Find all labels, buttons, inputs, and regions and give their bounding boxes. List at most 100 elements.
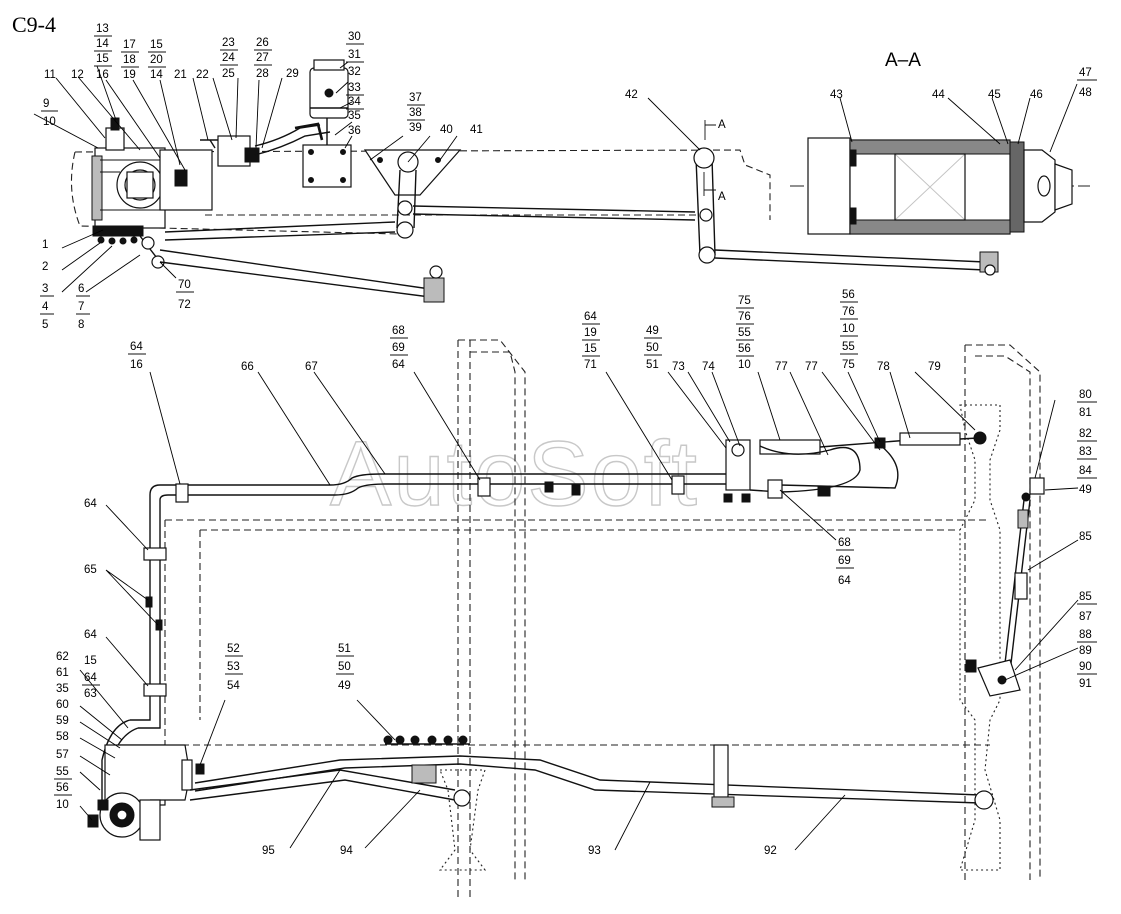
callout-25: 25 bbox=[222, 68, 235, 80]
section-washer bbox=[1009, 141, 1025, 233]
callout-46: 46 bbox=[1030, 89, 1043, 101]
callout-10-l: 10 bbox=[56, 799, 69, 811]
cylinder-ball-end bbox=[973, 431, 987, 445]
callout-33: 33 bbox=[348, 82, 361, 94]
callout-68-a: 68 bbox=[392, 325, 405, 337]
callout-49-d: 49 bbox=[646, 325, 659, 337]
callout-35: 35 bbox=[348, 110, 361, 122]
callout-10-e: 10 bbox=[738, 359, 751, 371]
callout-15-l: 15 bbox=[84, 655, 97, 667]
callout-34: 34 bbox=[348, 96, 361, 108]
front-axle-dashed bbox=[457, 340, 471, 900]
callout-10-f: 10 bbox=[842, 323, 855, 335]
callout-64-l: 64 bbox=[84, 672, 97, 684]
callout-42: 42 bbox=[625, 89, 638, 101]
callout-84: 84 bbox=[1079, 465, 1092, 477]
callout-50-d: 50 bbox=[646, 342, 659, 354]
callout-58: 58 bbox=[56, 731, 69, 743]
power-cylinder bbox=[159, 149, 213, 211]
callout-36: 36 bbox=[348, 125, 361, 137]
callout-15b: 15 bbox=[150, 39, 163, 51]
intermediate-rod bbox=[164, 221, 396, 241]
callout-30: 30 bbox=[348, 31, 361, 43]
callout-41: 41 bbox=[470, 124, 483, 136]
callout-56-f: 56 bbox=[842, 289, 855, 301]
callout-22: 22 bbox=[196, 69, 209, 81]
callout-91: 91 bbox=[1079, 678, 1092, 690]
pipe-clamp-5 bbox=[671, 475, 685, 495]
callout-77-b: 77 bbox=[805, 361, 818, 373]
callout-19-c: 19 bbox=[584, 327, 597, 339]
callout-50-m: 50 bbox=[338, 661, 351, 673]
callout-80: 80 bbox=[1079, 389, 1092, 401]
callout-81: 81 bbox=[1079, 407, 1092, 419]
callout-82: 82 bbox=[1079, 428, 1092, 440]
hose-loop-2 bbox=[779, 444, 899, 489]
callout-14: 14 bbox=[96, 38, 109, 50]
pipe-clamp-4 bbox=[477, 477, 491, 497]
callout-62: 62 bbox=[56, 651, 69, 663]
callout-63-l: 63 bbox=[84, 688, 97, 700]
callout-56-l: 56 bbox=[56, 782, 69, 794]
callout-32: 32 bbox=[348, 66, 361, 78]
callout-54: 54 bbox=[227, 680, 240, 692]
callout-90: 90 bbox=[1079, 661, 1092, 673]
callout-11: 11 bbox=[44, 69, 56, 81]
leader-lines bbox=[33, 61, 1079, 851]
callout-85-b: 85 bbox=[1079, 591, 1092, 603]
power-cylinder-body bbox=[759, 439, 821, 455]
callout-92: 92 bbox=[764, 845, 777, 857]
power-cylinder-rod bbox=[819, 439, 911, 448]
section-title: A–A bbox=[885, 50, 921, 71]
callout-85-a: 85 bbox=[1079, 531, 1092, 543]
pipe-clamp-3 bbox=[143, 683, 167, 697]
callout-49-g: 49 bbox=[1079, 484, 1092, 496]
control-valve bbox=[105, 127, 125, 151]
callout-35-l: 35 bbox=[56, 683, 69, 695]
callout-67: 67 bbox=[305, 361, 318, 373]
callout-69-a: 69 bbox=[392, 342, 405, 354]
callout-14b: 14 bbox=[150, 69, 163, 81]
callout-94: 94 bbox=[340, 845, 353, 857]
callout-61: 61 bbox=[56, 667, 69, 679]
callout-60: 60 bbox=[56, 699, 69, 711]
callout-44: 44 bbox=[932, 89, 945, 101]
callout-28: 28 bbox=[256, 68, 269, 80]
callout-79: 79 bbox=[928, 361, 941, 373]
hydraulic-line-outer bbox=[130, 473, 730, 721]
center-arm bbox=[396, 169, 417, 229]
callout-2: 2 bbox=[42, 261, 48, 273]
callout-15-c: 15 bbox=[584, 343, 597, 355]
callout-72: 72 bbox=[178, 299, 191, 311]
front-hub bbox=[438, 769, 487, 871]
callout-75-e: 75 bbox=[738, 295, 751, 307]
section-marker-top: A bbox=[718, 119, 726, 131]
callout-13: 13 bbox=[96, 23, 109, 35]
top-assembly: A A bbox=[70, 59, 999, 303]
callout-48: 48 bbox=[1079, 87, 1092, 99]
callout-15: 15 bbox=[96, 53, 109, 65]
callout-57: 57 bbox=[56, 749, 69, 761]
callout-76-f: 76 bbox=[842, 306, 855, 318]
pipe-clamp-6 bbox=[767, 479, 783, 499]
callout-65: 65 bbox=[84, 564, 97, 576]
callout-53: 53 bbox=[227, 661, 240, 673]
callout-4: 4 bbox=[42, 301, 49, 313]
callout-64-l2: 64 bbox=[84, 629, 97, 641]
housing-flange bbox=[91, 155, 103, 221]
callout-37: 37 bbox=[409, 92, 422, 104]
callout-27: 27 bbox=[256, 52, 269, 64]
callout-70: 70 bbox=[178, 279, 191, 291]
callout-51-d: 51 bbox=[646, 359, 659, 371]
frame-rail-lower bbox=[164, 520, 990, 746]
callout-56-e: 56 bbox=[738, 343, 751, 355]
labels: C9-4 1 2 3 4 5 6 7 8 9 10 11 12 13 14 15… bbox=[12, 12, 1097, 857]
callout-1: 1 bbox=[42, 239, 48, 251]
callout-47: 47 bbox=[1079, 67, 1092, 79]
lower-tie-rod bbox=[194, 755, 981, 804]
callout-6: 6 bbox=[78, 283, 84, 295]
callout-55-f: 55 bbox=[842, 341, 855, 353]
callout-10: 10 bbox=[43, 116, 56, 128]
callout-76-e: 76 bbox=[738, 311, 751, 323]
